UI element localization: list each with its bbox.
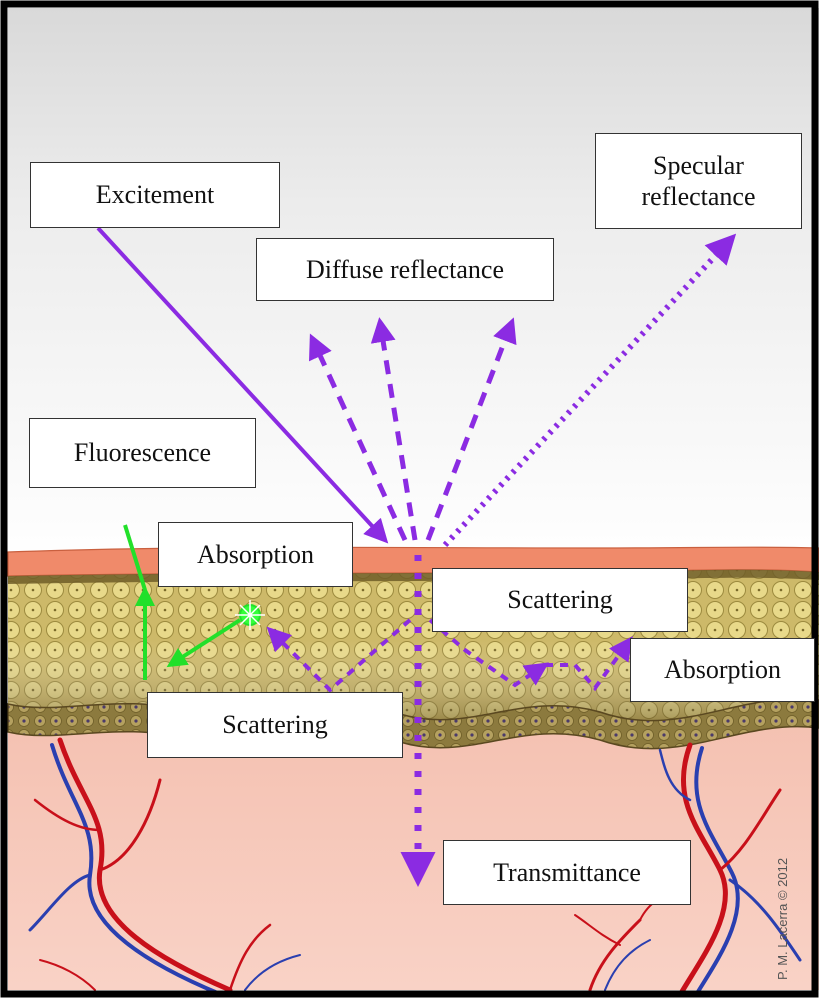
label-specular-reflectance-text: Specular reflectance [641,150,755,212]
label-absorption-right-text: Absorption [664,654,781,685]
label-excitement: Excitement [30,162,280,228]
label-excitement-text: Excitement [96,179,214,210]
label-scattering-left: Scattering [147,692,403,758]
copyright-credit: P. M. Lacerra © 2012 [775,858,790,980]
label-transmittance: Transmittance [443,840,691,905]
label-diffuse-reflectance-text: Diffuse reflectance [306,254,504,285]
label-absorption-top: Absorption [158,522,353,587]
label-diffuse-reflectance: Diffuse reflectance [256,238,554,301]
label-absorption-top-text: Absorption [197,539,314,570]
label-fluorescence-text: Fluorescence [74,437,211,468]
label-scattering-right-text: Scattering [507,584,612,615]
label-absorption-right: Absorption [630,638,815,702]
label-specular-reflectance: Specular reflectance [595,133,802,229]
label-scattering-right: Scattering [432,568,688,632]
label-fluorescence: Fluorescence [29,418,256,488]
label-transmittance-text: Transmittance [493,857,641,888]
label-scattering-left-text: Scattering [222,709,327,740]
